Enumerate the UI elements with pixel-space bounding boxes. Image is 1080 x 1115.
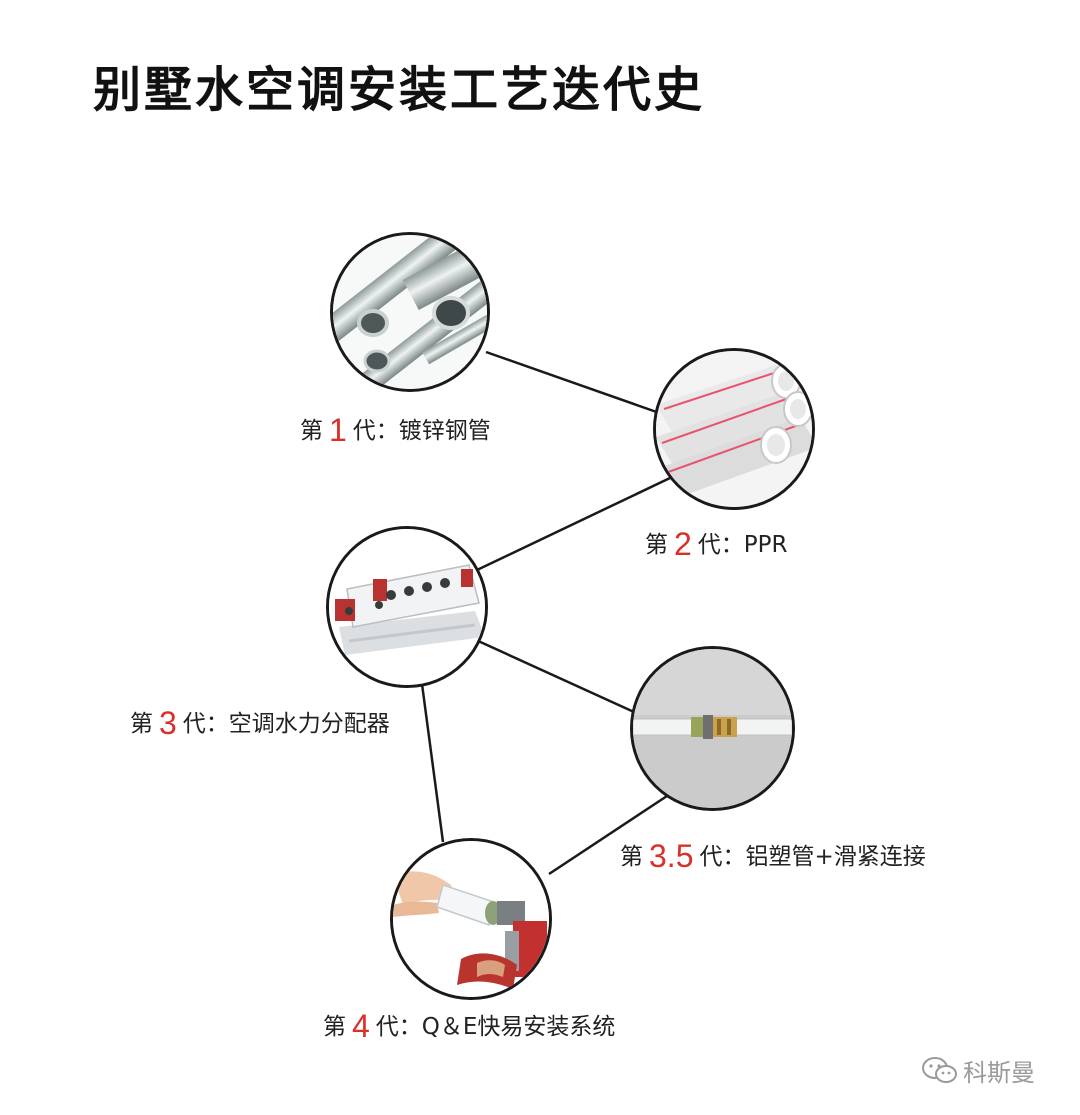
watermark-text: 科斯曼 bbox=[963, 1059, 1035, 1087]
node-gen4-image bbox=[390, 838, 552, 1000]
wechat-icon bbox=[922, 1056, 957, 1083]
page-title: 别墅水空调安装工艺迭代史 bbox=[93, 62, 706, 118]
node-gen3-image bbox=[326, 526, 488, 688]
connector-35-4 bbox=[548, 794, 668, 876]
connector-3-4 bbox=[420, 683, 445, 843]
node-gen1-image bbox=[330, 232, 490, 392]
watermark: 科斯曼 bbox=[921, 1053, 1035, 1088]
connector-3-35 bbox=[475, 638, 635, 714]
connector-2-3 bbox=[476, 476, 671, 572]
connector-1-2 bbox=[485, 350, 669, 418]
node-gen2-image bbox=[653, 348, 815, 510]
node-gen35-image bbox=[630, 646, 795, 811]
